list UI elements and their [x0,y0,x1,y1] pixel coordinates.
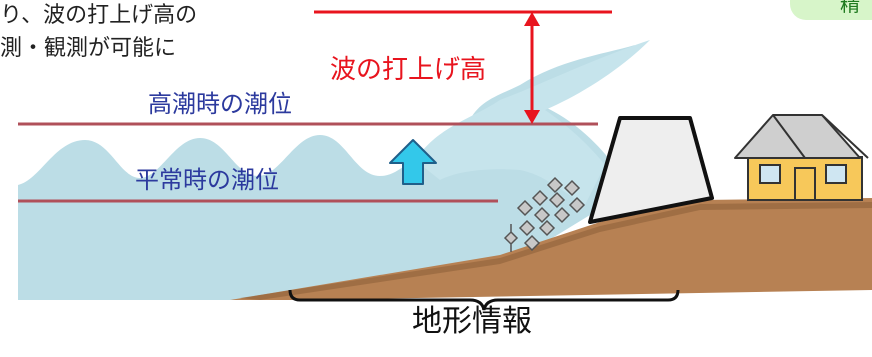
intro-text-line-2: 測・観測が可能に [0,36,177,61]
ground-terrain [230,198,872,300]
runup-arrow-head-top [524,12,540,26]
ground-shadow [240,202,872,300]
tetrapod-icon [503,176,586,252]
corner-text: 精 [840,0,860,16]
sea-water [18,45,635,300]
normal-tide-label: 平常時の潮位 [135,166,279,194]
up-arrow-icon [389,139,437,185]
house-icon [734,114,869,201]
corner-box [790,0,872,20]
runup-arrow-head-bottom [524,110,540,124]
terrain-info-label: 地形情報 [412,304,532,339]
high-tide-label: 高潮時の潮位 [148,90,292,118]
bracket-icon [288,289,680,311]
seawall [588,116,714,224]
runup-height-label: 波の打上げ高 [330,55,487,85]
intro-text-line-1: り、波の打上げ高の [0,3,198,28]
